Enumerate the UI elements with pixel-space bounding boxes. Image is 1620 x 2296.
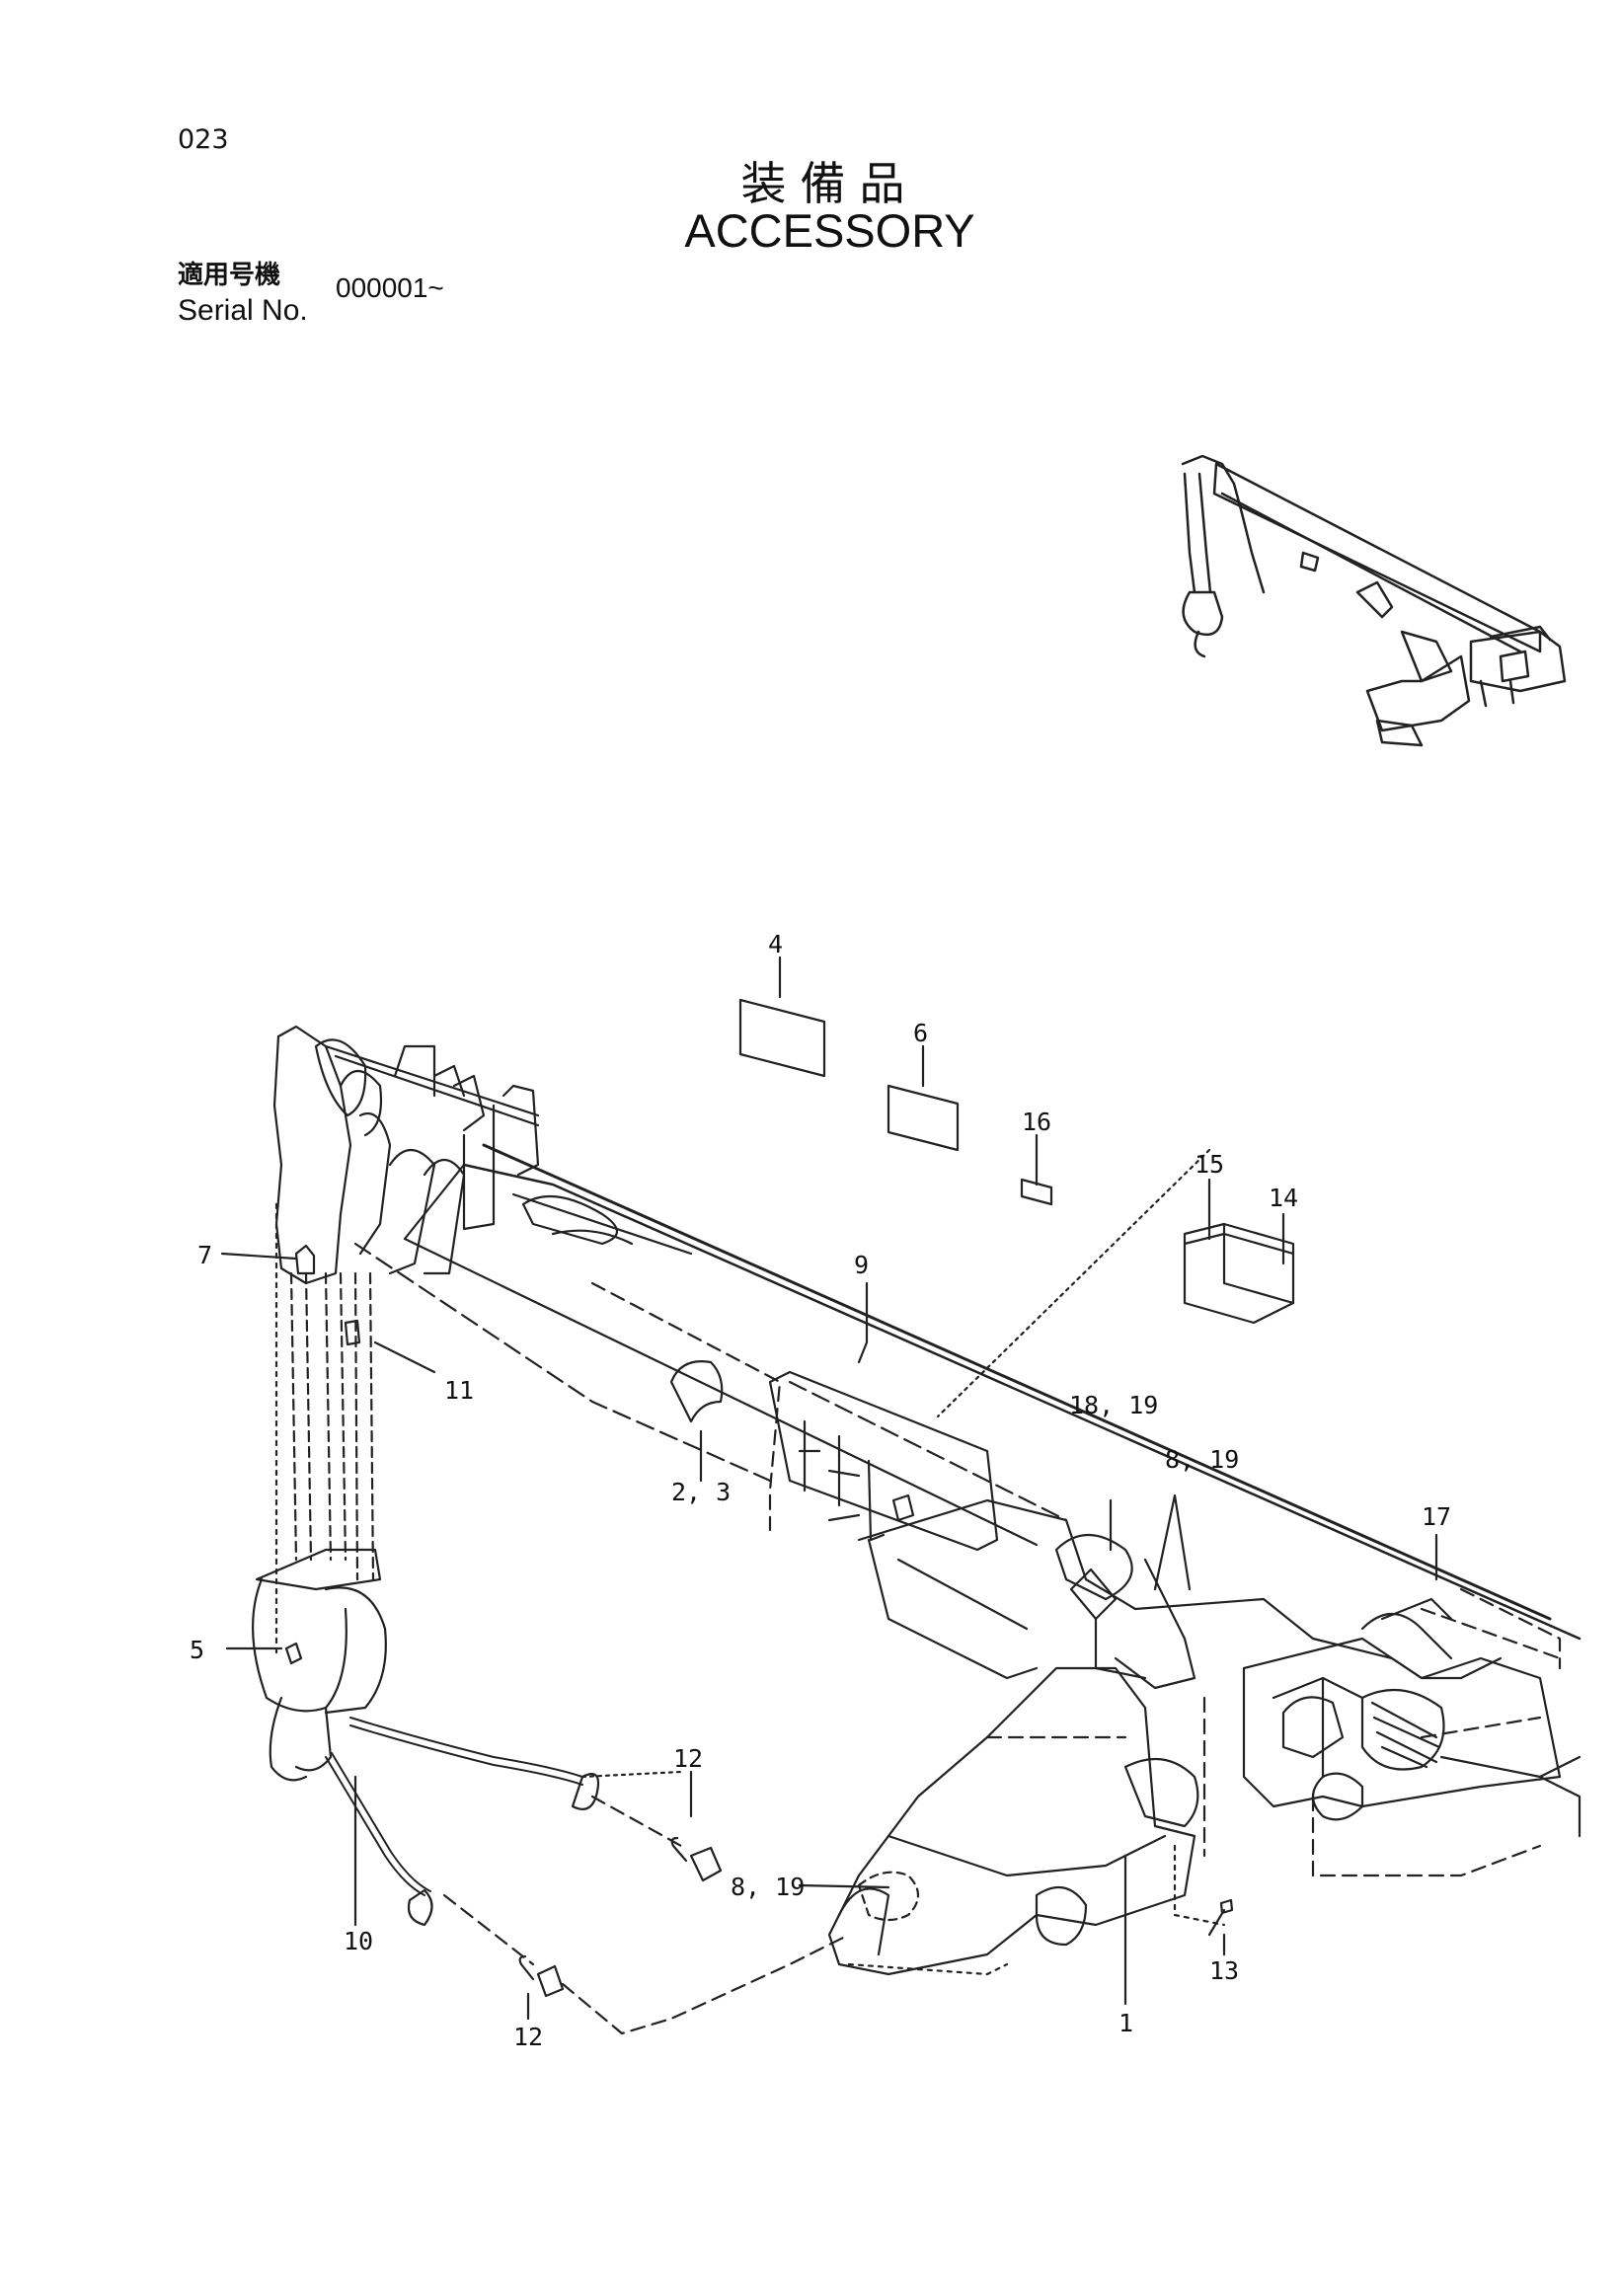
callout-17: 17 — [1422, 1502, 1451, 1531]
title-japanese: 装備品 — [740, 157, 919, 210]
crane-thumbnail — [1181, 454, 1567, 747]
callout-10: 10 — [344, 1927, 373, 1955]
callout-13: 13 — [1209, 1956, 1239, 1985]
title-english: ACCESSORY — [684, 204, 975, 257]
callout-14: 14 — [1269, 1184, 1298, 1212]
callout-2-3: 2, 3 — [671, 1478, 731, 1506]
serial-number-range: 000001~ — [336, 272, 444, 303]
callout-9: 9 — [854, 1251, 869, 1279]
callout-1: 1 — [1119, 2009, 1133, 2037]
callout-8-19-upper: 8, 19 — [1165, 1445, 1239, 1474]
callout-18-19: 18, 19 — [1069, 1391, 1158, 1419]
callout-5: 5 — [190, 1636, 204, 1664]
callout-12-upper: 12 — [673, 1744, 703, 1773]
callouts: 4 6 16 15 14 7 9 11 2, 3 18, 19 8, 19 17… — [190, 930, 1451, 2051]
callout-8-19-lower: 8, 19 — [731, 1873, 805, 1901]
serial-label-english: Serial No. — [178, 294, 308, 327]
serial-label-japanese: 適用号機 — [178, 261, 281, 290]
callout-4: 4 — [768, 930, 783, 958]
callout-15: 15 — [1195, 1150, 1224, 1179]
callout-12-lower: 12 — [513, 2023, 543, 2051]
callout-7: 7 — [197, 1241, 212, 1269]
boom-drawing — [220, 956, 1581, 2035]
callout-16: 16 — [1022, 1108, 1051, 1136]
callout-6: 6 — [913, 1019, 928, 1047]
page-number: 023 — [178, 124, 229, 155]
callout-11: 11 — [444, 1376, 474, 1405]
